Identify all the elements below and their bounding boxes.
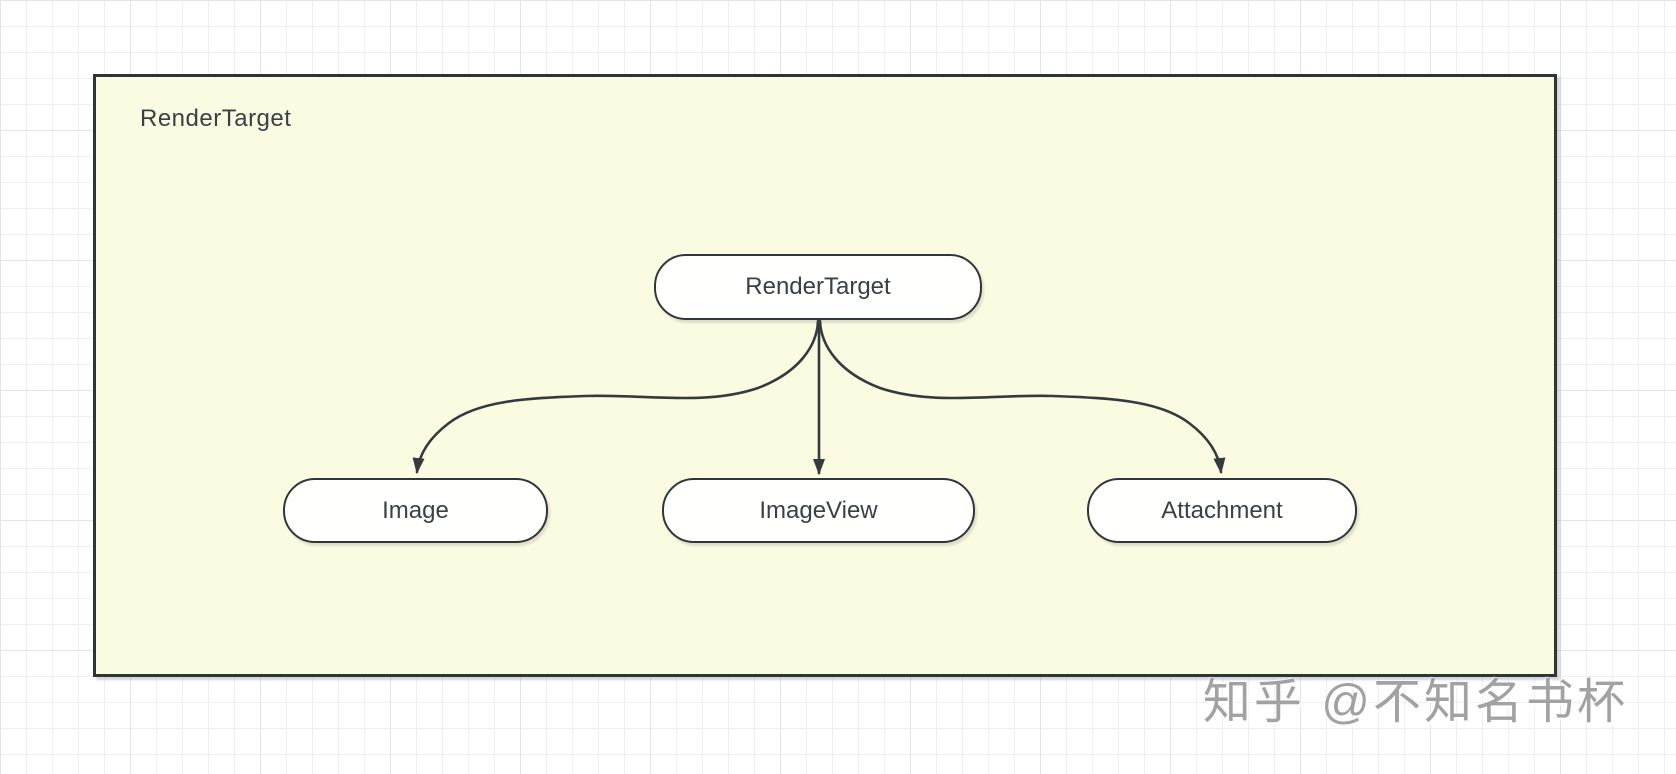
node-rendertarget: RenderTarget <box>654 254 982 320</box>
rendertarget-group-container: RenderTarget <box>93 74 1557 677</box>
node-image-label: Image <box>382 496 449 524</box>
node-imageview: ImageView <box>662 478 975 543</box>
node-attachment: Attachment <box>1087 478 1357 543</box>
node-imageview-label: ImageView <box>759 496 878 524</box>
node-attachment-label: Attachment <box>1161 496 1283 524</box>
node-image: Image <box>283 478 548 543</box>
zhihu-watermark: 知乎 @不知名书杯 <box>1202 676 1628 729</box>
group-title: RenderTarget <box>140 105 292 132</box>
node-rendertarget-label: RenderTarget <box>745 273 891 300</box>
